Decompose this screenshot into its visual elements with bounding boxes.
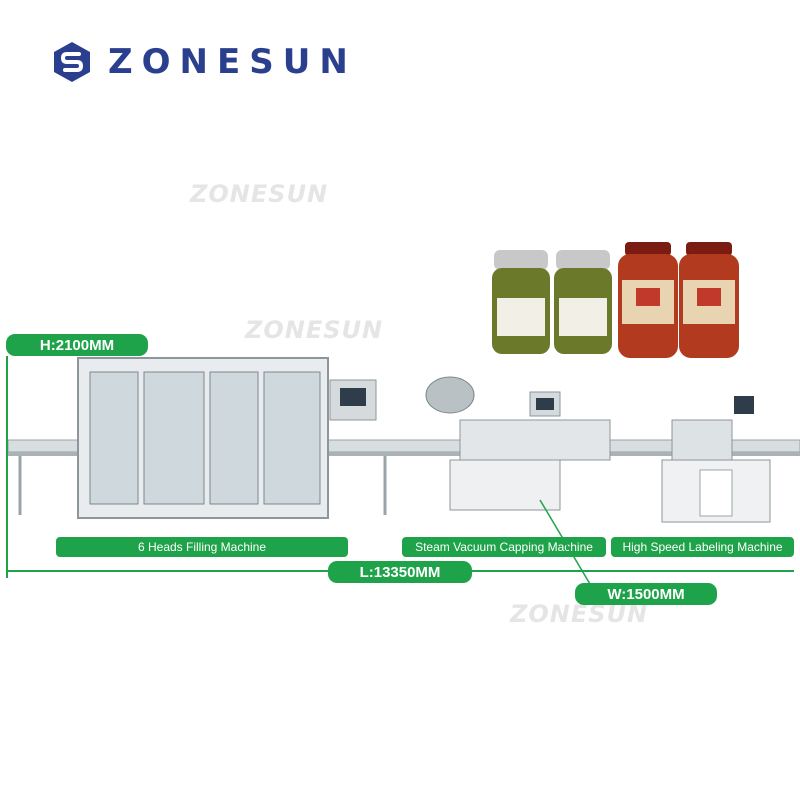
pesto-jar (492, 250, 550, 354)
brand-name: ZONESUN (108, 42, 357, 82)
watermark: ZONESUN (190, 180, 329, 208)
pesto-jar (554, 250, 612, 354)
width-dimension-label: W:1500MM (575, 583, 717, 605)
labeling-machine (661, 396, 771, 523)
height-dimension-label: H:2100MM (6, 334, 148, 356)
brand-logo: ZONESUN (50, 40, 357, 84)
zonesun-s-icon (54, 42, 90, 82)
capping-machine-label: Steam Vacuum Capping Machine (402, 537, 606, 557)
sauce-jar (679, 242, 739, 358)
labeling-machine-label: High Speed Labeling Machine (611, 537, 794, 557)
length-dimension-label: L:13350MM (328, 561, 472, 583)
filling-machine-label: 6 Heads Filling Machine (56, 537, 348, 557)
height-dimension-line (6, 356, 8, 578)
sauce-jar (618, 242, 678, 358)
capping-machine (425, 376, 611, 511)
filling-machine (77, 357, 377, 519)
watermark: ZONESUN (245, 316, 384, 344)
